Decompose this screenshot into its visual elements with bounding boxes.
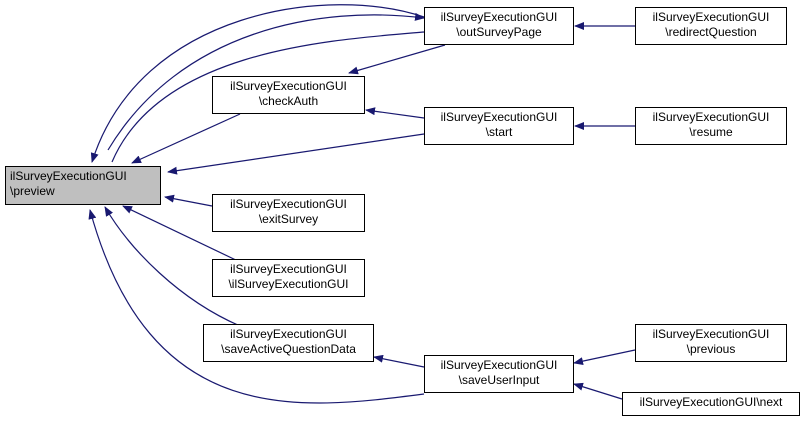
node-checkauth-line2: \checkAuth	[258, 94, 319, 108]
edge-previous-saveuserinput	[573, 349, 636, 366]
node-constructor-line1: ilSurveyExecutionGUI	[230, 262, 347, 276]
node-previous-line1: ilSurveyExecutionGUI	[652, 327, 770, 341]
edge-next-saveuserinput	[573, 382, 623, 400]
node-saveactive-line2: \saveActiveQuestionData	[221, 342, 356, 356]
node-resume[interactable]: ilSurveyExecutionGUI \resume	[635, 107, 787, 145]
node-preview[interactable]: ilSurveyExecutionGUI \preview	[5, 166, 161, 205]
node-constructor-line2: \ilSurveyExecutionGUI	[228, 277, 349, 291]
edge-saveuserinput-preview	[88, 209, 425, 404]
node-start[interactable]: ilSurveyExecutionGUI \start	[424, 107, 574, 145]
node-outsurveypage-line2: \outSurveyPage	[456, 25, 542, 39]
edge-saveuserinput-saveactive	[373, 354, 425, 368]
node-redirectquestion[interactable]: ilSurveyExecutionGUI \redirectQuestion	[635, 7, 787, 45]
edge-outsurveypage-preview-inner	[111, 31, 425, 163]
node-checkauth[interactable]: ilSurveyExecutionGUI \checkAuth	[212, 76, 365, 114]
node-saveactive-line1: ilSurveyExecutionGUI	[230, 327, 347, 341]
edge-start-checkauth	[365, 107, 425, 119]
node-constructor[interactable]: ilSurveyExecutionGUI \ilSurveyExecutionG…	[212, 259, 365, 297]
node-previous[interactable]: ilSurveyExecutionGUI \previous	[635, 324, 787, 362]
node-saveuserinput[interactable]: ilSurveyExecutionGUI \saveUserInput	[424, 355, 574, 393]
edge-outsurveypage-preview-outer	[90, 4, 425, 163]
node-outsurveypage-line1: ilSurveyExecutionGUI	[440, 10, 558, 24]
node-resume-line2: \resume	[689, 125, 733, 139]
edge-saveactive-preview	[104, 206, 241, 327]
node-saveuserinput-line2: \saveUserInput	[458, 373, 540, 387]
node-resume-line1: ilSurveyExecutionGUI	[652, 110, 770, 124]
edge-exitsurvey-preview	[164, 194, 213, 207]
edge-preview-outsurveypage	[107, 12, 425, 151]
node-start-line1: ilSurveyExecutionGUI	[440, 110, 558, 124]
edge-constructor-preview	[122, 205, 241, 263]
node-redirectquestion-line2: \redirectQuestion	[665, 25, 757, 39]
node-start-line2: \start	[485, 125, 513, 139]
edge-checkauth-preview	[131, 113, 241, 164]
node-preview-line1: ilSurveyExecutionGUI	[10, 169, 127, 183]
node-preview-line2: \preview	[10, 184, 55, 198]
node-saveactivequestiondata[interactable]: ilSurveyExecutionGUI \saveActiveQuestion…	[203, 324, 374, 362]
edge-outsurveypage-checkauth	[348, 44, 446, 75]
edge-start-preview	[167, 133, 425, 175]
node-next[interactable]: ilSurveyExecutionGUI\next	[622, 392, 800, 416]
node-next-line1: ilSurveyExecutionGUI\next	[639, 395, 783, 409]
node-exitsurvey-line1: ilSurveyExecutionGUI	[230, 197, 347, 211]
node-checkauth-line1: ilSurveyExecutionGUI	[230, 79, 347, 93]
node-previous-line2: \previous	[686, 342, 736, 356]
node-exitsurvey[interactable]: ilSurveyExecutionGUI \exitSurvey	[212, 194, 365, 232]
node-saveuserinput-line1: ilSurveyExecutionGUI	[440, 358, 558, 372]
node-redirectquestion-line1: ilSurveyExecutionGUI	[652, 10, 770, 24]
node-outsurveypage[interactable]: ilSurveyExecutionGUI \outSurveyPage	[424, 7, 574, 45]
node-exitsurvey-line2: \exitSurvey	[258, 212, 319, 226]
